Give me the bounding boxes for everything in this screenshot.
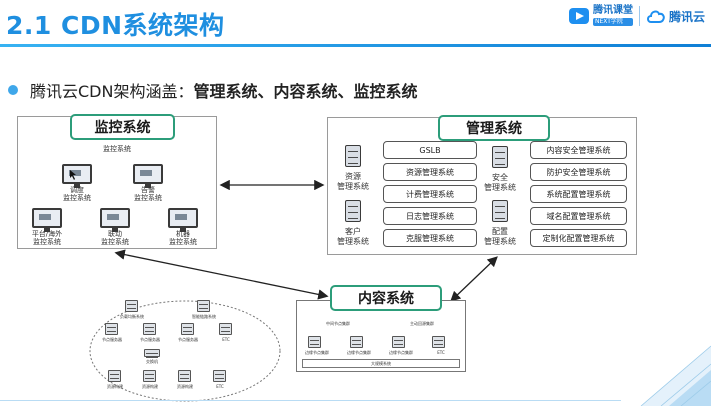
dispatch-monitor-icon [62, 164, 92, 188]
monitor-item-4: 联动监控系统 [101, 230, 129, 247]
monitor-tag: 监控系统 [70, 114, 175, 140]
config-server-icon [492, 200, 508, 222]
title-underline [0, 44, 711, 47]
mgmt-left-1: 资源管理系统 [337, 172, 369, 191]
content-lb-2: 资源构建 [177, 384, 193, 389]
content-rt-1: 主动回源集群 [410, 321, 434, 326]
footer-rule [0, 400, 621, 401]
content-lt-0: 负载均衡系统 [120, 314, 144, 319]
lb-server-icon [125, 300, 138, 312]
customer-server-icon [345, 200, 361, 222]
slide-title: 2.1 CDN系统架构 [6, 11, 225, 40]
monitor-item-3: 平台/海外监控系统 [31, 230, 63, 247]
content-lb-0: 资源构建 [107, 384, 123, 389]
mgmt-box-log: 日志管理系统 [383, 207, 477, 225]
monitor-item-5: 机器监控系统 [169, 230, 197, 247]
summary-bullet: 腾讯云CDN架构涵盖：管理系统、内容系统、监控系统 [8, 78, 417, 102]
content-lb-3: ETC [216, 384, 224, 389]
node-server-icon-4 [219, 323, 232, 335]
content-rt-0: 中间节点集群 [326, 321, 350, 326]
build-server-icon-2 [143, 370, 156, 382]
content-rm-3: ETC [437, 350, 445, 355]
link-server-icon [197, 300, 210, 312]
mgmt-box-billing: 计费管理系统 [383, 185, 477, 203]
content-rm-0: 边缘节点集群 [305, 350, 329, 355]
alarm-monitor-icon [133, 164, 163, 188]
content-bottom-bar [302, 359, 460, 368]
tencent-classroom-logo: 腾讯课堂 NEXT学院 [568, 6, 633, 26]
mgmt-left-2: 客户管理系统 [337, 227, 369, 246]
content-lb-1: 资源构建 [142, 384, 158, 389]
cloud-logo-icon [646, 10, 665, 23]
mgmt-box-gslb: GSLB [383, 141, 477, 159]
content-switch: 交换机 [146, 359, 158, 364]
classroom-name: 腾讯课堂 [592, 5, 633, 16]
bullet-emphasis: 管理系统、内容系统、监控系统 [193, 82, 418, 101]
monitor-item-1: 调度监控系统 [63, 186, 91, 203]
content-lt-1: 智能链路系统 [192, 314, 216, 319]
build-server-icon-1 [108, 370, 121, 382]
tencent-cloud-logo: 腾讯云 [646, 8, 705, 25]
brand-logos: 腾讯课堂 NEXT学院 腾讯云 [568, 6, 705, 26]
mgmt-box-system-config: 系统配置管理系统 [530, 185, 627, 203]
mgmt-box-domain-config: 域名配置管理系统 [530, 207, 627, 225]
node-server-icon-3 [181, 323, 194, 335]
mgmt-box-protection: 防护安全管理系统 [530, 163, 627, 181]
platform-monitor-icon [32, 208, 62, 232]
mgmt-mid-2: 配置管理系统 [484, 227, 516, 246]
switch-icon [144, 349, 160, 358]
edge-cluster-icon-3 [392, 336, 405, 348]
cloud-name: 腾讯云 [668, 9, 705, 24]
bullet-dot-icon [8, 85, 18, 95]
play-logo-icon [568, 8, 589, 24]
resource-server-icon [345, 145, 361, 167]
node-server-icon-1 [105, 323, 118, 335]
mgmt-box-support: 克服管理系统 [383, 229, 477, 247]
linkage-monitor-icon [100, 208, 130, 232]
content-lm-1: 节点服务器 [140, 337, 160, 342]
content-left-ellipse [89, 300, 281, 402]
classroom-sub: NEXT学院 [592, 18, 633, 26]
edge-cluster-icon-1 [308, 336, 321, 348]
arrow-management-content [450, 256, 498, 302]
security-server-icon [492, 146, 508, 168]
mgmt-box-custom-config: 定制化配置管理系统 [530, 229, 627, 247]
edge-cluster-icon-4 [432, 336, 445, 348]
bullet-prefix: 腾讯云CDN架构涵盖： [30, 82, 194, 101]
management-tag: 管理系统 [438, 115, 550, 141]
machine-monitor-icon [168, 208, 198, 232]
content-lm-2: 节点服务器 [178, 337, 198, 342]
logo-divider [638, 6, 640, 26]
edge-cluster-icon-2 [350, 336, 363, 348]
content-lm-0: 节点服务器 [102, 337, 122, 342]
content-tag: 内容系统 [330, 285, 442, 311]
content-rb: 大规模系统 [371, 361, 391, 366]
mouse-pointer-icon [70, 170, 76, 180]
content-lm-3: ETC [222, 337, 230, 342]
monitor-item-2: 告警监控系统 [134, 186, 162, 203]
content-rm-2: 边缘节点集群 [389, 350, 413, 355]
mgmt-box-resource: 资源管理系统 [383, 163, 477, 181]
arrow-monitor-content [114, 249, 329, 300]
node-server-icon-2 [143, 323, 156, 335]
mgmt-mid-1: 安全管理系统 [484, 173, 516, 192]
monitor-caption: 监控系统 [103, 145, 131, 153]
build-server-icon-4 [213, 370, 226, 382]
build-server-icon-3 [178, 370, 191, 382]
corner-decoration [640, 345, 711, 406]
content-rm-1: 边缘节点集群 [347, 350, 371, 355]
mgmt-box-content-security: 内容安全管理系统 [530, 141, 627, 159]
